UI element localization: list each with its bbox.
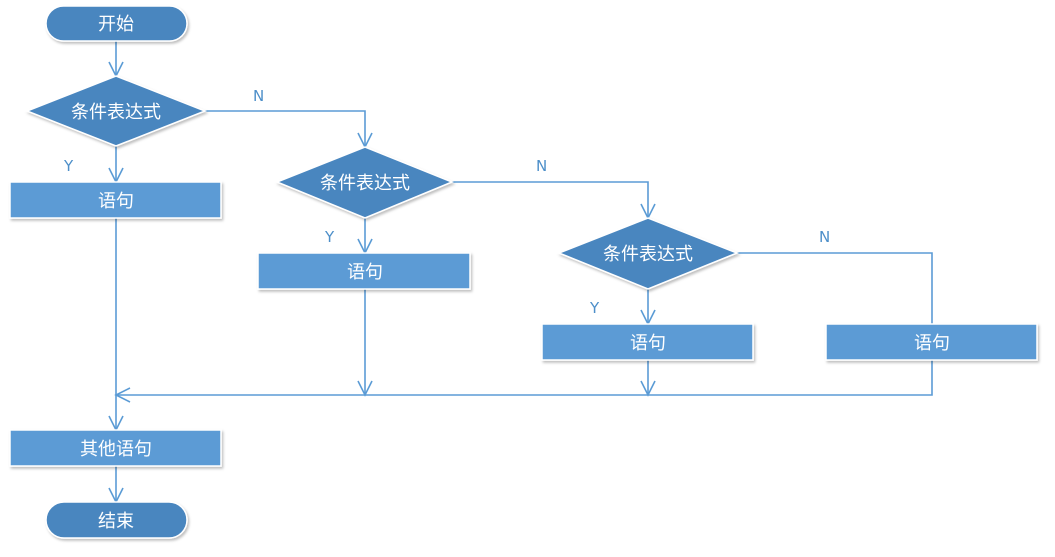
- condition-label-1: 条件表达式: [71, 102, 161, 123]
- other-statement-label: 其他语句: [80, 439, 152, 460]
- condition-node-2: 条件表达式: [274, 146, 454, 219]
- statement-label-1: 语句: [98, 191, 134, 212]
- other-statement-node: 其他语句: [9, 429, 222, 467]
- nodes: 开始 条件表达式 语句 条件表达式 语句 条件表达式: [9, 5, 1038, 539]
- yes-label-1: Y: [63, 157, 74, 175]
- connectors: [108, 41, 933, 504]
- condition-node-3: 条件表达式: [556, 217, 740, 290]
- statement-node-1: 语句: [9, 181, 222, 219]
- no-label-2: N: [536, 157, 547, 175]
- edge-labels: Y N Y N Y N: [63, 87, 830, 317]
- end-label: 结束: [98, 511, 134, 532]
- end-node: 结束: [45, 501, 188, 539]
- connector-stmt4-merge: [116, 360, 933, 396]
- connector-cond1-cond2: [205, 110, 366, 147]
- start-label: 开始: [98, 14, 134, 35]
- statement-label-2: 语句: [347, 262, 383, 283]
- connector-cond2-cond3: [452, 181, 649, 218]
- statement-node-4: 语句: [825, 323, 1038, 361]
- statement-label-3: 语句: [630, 333, 666, 354]
- condition-label-3: 条件表达式: [603, 244, 693, 265]
- statement-node-3: 语句: [541, 323, 754, 361]
- connector-cond3-stmt4: [737, 252, 933, 324]
- arrowhead-merge: [114, 387, 131, 403]
- yes-label-3: Y: [589, 299, 600, 317]
- no-label-3: N: [819, 228, 830, 246]
- yes-label-2: Y: [324, 228, 335, 246]
- no-label-1: N: [253, 87, 264, 105]
- condition-label-2: 条件表达式: [320, 173, 410, 194]
- start-node: 开始: [45, 5, 188, 42]
- statement-node-2: 语句: [257, 252, 471, 290]
- condition-node-1: 条件表达式: [24, 75, 208, 147]
- statement-label-4: 语句: [914, 333, 950, 354]
